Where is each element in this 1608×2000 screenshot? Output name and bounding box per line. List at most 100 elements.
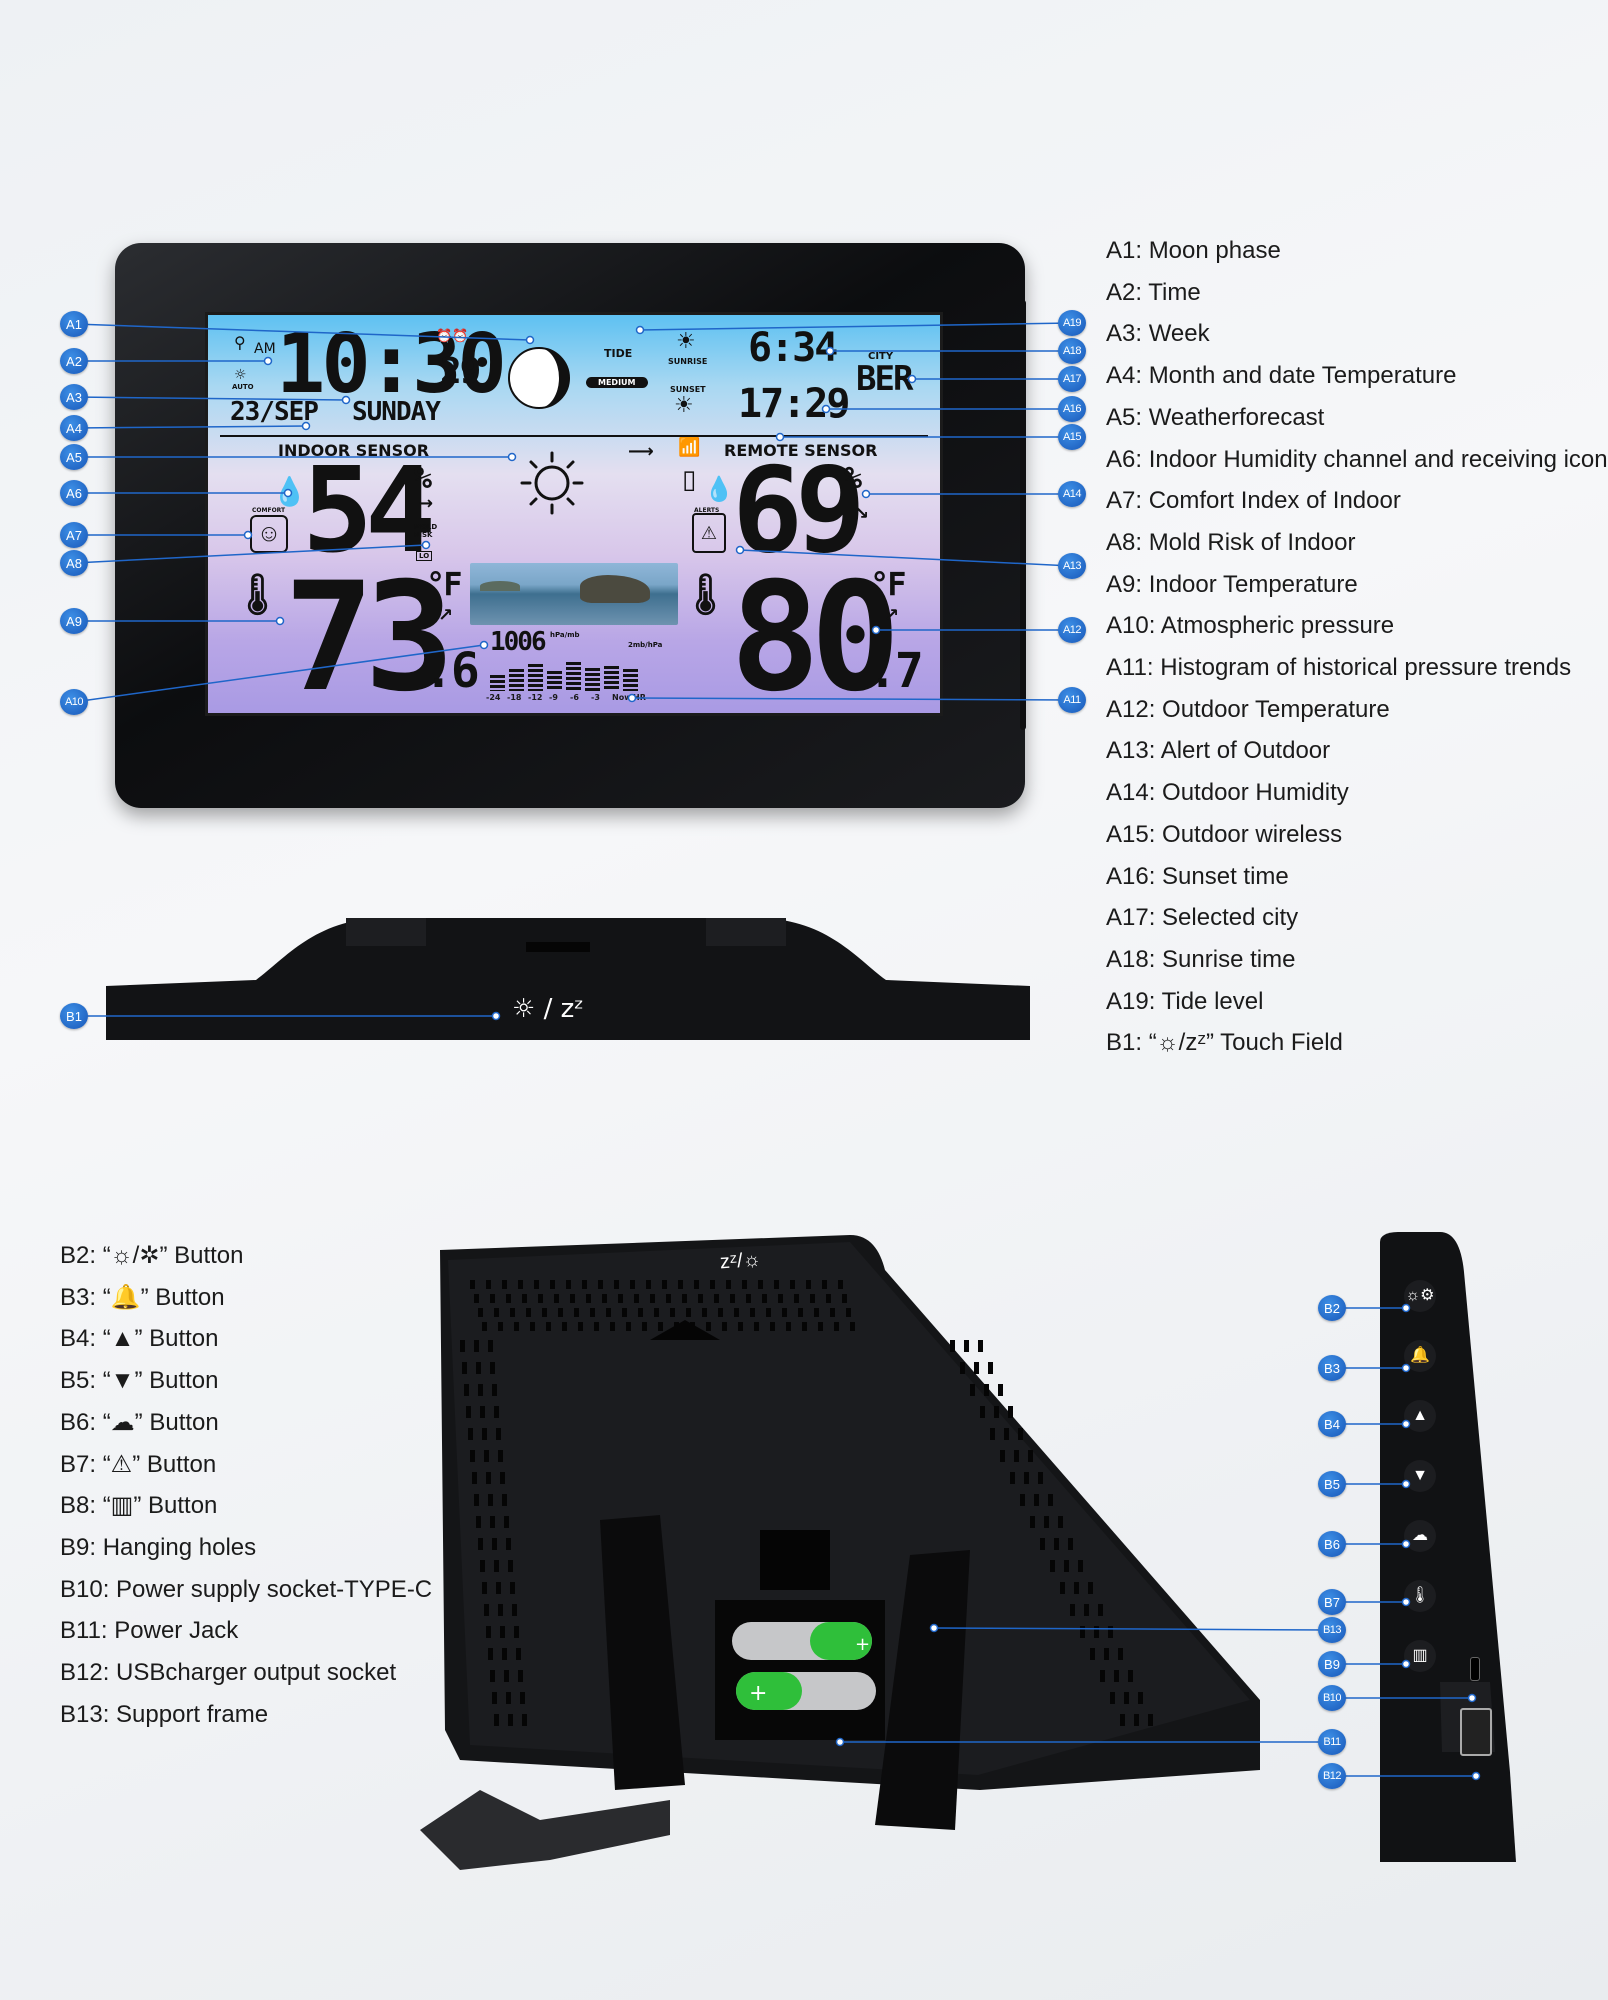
- type-c-socket[interactable]: [1470, 1657, 1480, 1681]
- vent-hole: [960, 1362, 965, 1374]
- vent-hole: [1094, 1626, 1099, 1638]
- vent-hole: [622, 1308, 627, 1317]
- vent-hole: [698, 1294, 703, 1303]
- alert-button[interactable]: 🌡: [1404, 1580, 1436, 1612]
- vent-hole: [794, 1294, 799, 1303]
- vent-hole: [838, 1280, 843, 1289]
- vent-hole: [466, 1406, 471, 1418]
- pressure-unit: hPa/mb: [550, 631, 580, 639]
- vent-hole: [1098, 1604, 1103, 1616]
- histogram-hour-label: Now: [612, 693, 632, 702]
- vent-hole: [694, 1280, 699, 1289]
- vent-hole: [714, 1294, 719, 1303]
- touch-field-label[interactable]: ☼ / zᶻ: [512, 994, 584, 1024]
- vent-hole: [758, 1280, 763, 1289]
- callout-badge: A10: [60, 689, 88, 715]
- up-button[interactable]: ▲: [1404, 1400, 1436, 1432]
- vent-hole: [534, 1280, 539, 1289]
- vent-hole: [730, 1294, 735, 1303]
- pressure-scale: 2mb/hPa: [628, 641, 663, 649]
- vent-hole: [1104, 1648, 1109, 1660]
- vent-hole: [610, 1322, 615, 1331]
- vent-hole: [654, 1308, 659, 1317]
- vent-hole: [582, 1280, 587, 1289]
- indoor-temp-trend-arrow: ↗: [438, 605, 454, 626]
- vent-hole: [738, 1322, 743, 1331]
- vent-hole: [1054, 1538, 1059, 1550]
- svg-text:+: +: [855, 1634, 870, 1655]
- remote-sensor-label: REMOTE SENSOR: [724, 441, 878, 460]
- histogram-hour-label: -12: [528, 693, 543, 702]
- lcd-display: ⚲ AM 10:30 ⏰⏰ 29 ☼ AUTO 23/SEP SUNDAY TI…: [205, 312, 943, 725]
- vent-hole: [1028, 1450, 1033, 1462]
- vent-hole: [814, 1308, 819, 1317]
- vent-hole: [1010, 1472, 1015, 1484]
- callout-badge: B3: [1318, 1355, 1346, 1381]
- vent-hole: [686, 1308, 691, 1317]
- histogram-bar: [604, 666, 619, 691]
- legend-a-item: A13: Alert of Outdoor: [1106, 737, 1331, 765]
- vent-hole: [492, 1538, 497, 1550]
- vent-hole: [1004, 1428, 1009, 1440]
- vent-hole: [506, 1538, 511, 1550]
- callout-badge: A4: [60, 415, 88, 441]
- vent-hole: [542, 1308, 547, 1317]
- outdoor-thermometer-icon: 🌡: [680, 572, 731, 618]
- vent-hole: [574, 1308, 579, 1317]
- weather-button[interactable]: ☁: [1404, 1520, 1436, 1552]
- vent-hole: [674, 1322, 679, 1331]
- vent-hole: [988, 1362, 993, 1374]
- callout-badge: A8: [60, 550, 88, 576]
- histogram-bar: [623, 669, 638, 691]
- callout-badge: A12: [1058, 617, 1086, 643]
- alarm-icons: ⏰⏰: [436, 329, 469, 344]
- histogram-bar: [509, 669, 524, 691]
- vent-hole: [550, 1280, 555, 1289]
- vent-hole: [646, 1280, 651, 1289]
- vent-hole: [506, 1294, 511, 1303]
- histogram-hour-label: -24: [486, 693, 501, 702]
- city-display: BER: [856, 359, 913, 399]
- moon-phase-icon: [508, 347, 570, 409]
- vent-hole: [650, 1294, 655, 1303]
- sunset-icon: ☀: [674, 393, 694, 418]
- device-top-view: ☼ / zᶻ: [106, 918, 1030, 1040]
- legend-a-item: A1: Moon phase: [1106, 237, 1281, 264]
- vent-hole: [1038, 1472, 1043, 1484]
- vent-hole: [1078, 1560, 1083, 1572]
- battery-cover: [420, 1790, 670, 1870]
- vent-hole: [1040, 1538, 1045, 1550]
- callout-badge: B7: [1318, 1589, 1346, 1615]
- side-button-column: ☼⚙ 🔔 ▲ ▼ ☁ 🌡 ▥: [1398, 1280, 1442, 1680]
- vent-hole: [492, 1692, 497, 1704]
- back-view-shape: + +: [440, 1235, 1260, 1830]
- callout-badge: B2: [1318, 1295, 1346, 1321]
- vent-hole: [638, 1308, 643, 1317]
- indoor-humidity-percent: %: [414, 461, 432, 496]
- vent-hole: [496, 1428, 501, 1440]
- lcd-divider: [220, 435, 928, 437]
- vent-hole: [566, 1280, 571, 1289]
- vent-hole: [998, 1384, 1003, 1396]
- legend-b-item: B6: “☁” Button: [60, 1408, 219, 1436]
- vent-hole: [782, 1308, 787, 1317]
- vent-hole: [472, 1472, 477, 1484]
- usb-socket[interactable]: [1460, 1708, 1492, 1756]
- vent-hole: [790, 1280, 795, 1289]
- vent-hole: [1108, 1626, 1113, 1638]
- vent-hole: [562, 1322, 567, 1331]
- history-button[interactable]: ▥: [1404, 1640, 1436, 1672]
- alarm-button[interactable]: 🔔: [1404, 1340, 1436, 1372]
- date-display: 23/SEP: [230, 397, 319, 427]
- vent-hole: [508, 1560, 513, 1572]
- down-button[interactable]: ▼: [1404, 1460, 1436, 1492]
- light-settings-button[interactable]: ☼⚙: [1404, 1280, 1436, 1312]
- indoor-thermometer-icon: 🌡: [232, 572, 283, 618]
- vent-hole: [658, 1322, 663, 1331]
- outdoor-humidity-percent: %: [844, 461, 862, 496]
- vent-hole: [754, 1322, 759, 1331]
- histogram-hour-label: -18: [507, 693, 522, 702]
- vent-hole: [490, 1516, 495, 1528]
- legend-b-item: B5: “▼” Button: [60, 1367, 219, 1395]
